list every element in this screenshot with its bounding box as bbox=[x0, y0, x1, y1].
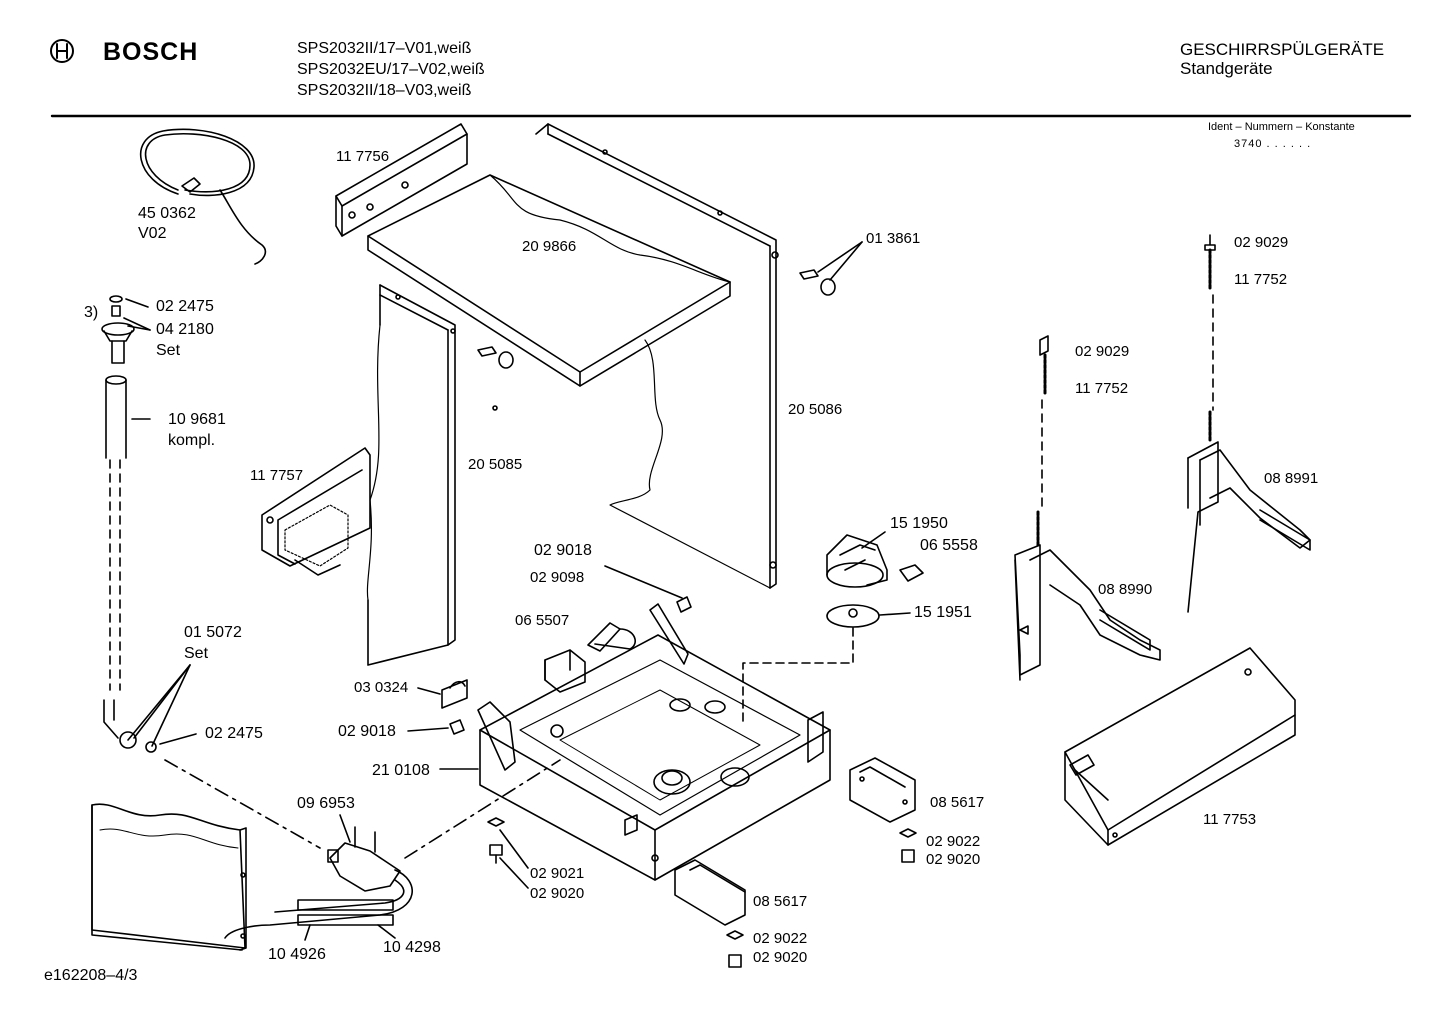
plinth-117753-part bbox=[1064, 647, 1296, 846]
part-label-117756: 11 7756 bbox=[336, 148, 390, 165]
power-cable-part bbox=[139, 128, 267, 265]
part-label-117752-right: 11 7752 bbox=[1234, 271, 1288, 288]
part-label-210108: 21 0108 bbox=[372, 762, 430, 779]
part-label-450362: 45 0362 bbox=[138, 205, 196, 222]
part-label-029020-a: 02 9020 bbox=[530, 885, 585, 902]
note-label-3: 3) bbox=[84, 304, 99, 321]
part-label-029021: 02 9021 bbox=[530, 865, 585, 882]
part-label-029020-b: 02 9020 bbox=[926, 851, 981, 868]
part-label-029020-c: 02 9020 bbox=[753, 949, 808, 966]
part-label-109681: 10 9681 bbox=[168, 411, 226, 428]
part-label-209866: 20 9866 bbox=[522, 238, 577, 255]
part-label-029098: 02 9098 bbox=[530, 569, 585, 586]
category-block: GESCHIRRSPÜLGERÄTE Standgeräte bbox=[1180, 40, 1384, 78]
side-panel-right-part bbox=[535, 123, 779, 589]
category-title: GESCHIRRSPÜLGERÄTE bbox=[1180, 40, 1385, 59]
set-label-1: Set bbox=[156, 342, 181, 359]
set-label-2: Set bbox=[184, 645, 209, 662]
part-label-029022-a: 02 9022 bbox=[926, 833, 981, 850]
part-label-029018-top: 02 9018 bbox=[534, 542, 592, 559]
drawing-id: e162208–4/3 bbox=[44, 967, 138, 984]
connector-065507-part bbox=[544, 565, 692, 693]
part-label-029029-left: 02 9029 bbox=[1075, 343, 1130, 360]
part-label-042180: 04 2180 bbox=[156, 321, 214, 338]
part-label-065507: 06 5507 bbox=[515, 612, 570, 629]
part-label-104926: 10 4926 bbox=[268, 946, 326, 963]
part-label-015072: 01 5072 bbox=[184, 624, 242, 641]
ident-value: 3740 . . . . . . bbox=[1234, 138, 1312, 150]
part-label-117753: 11 7753 bbox=[1203, 811, 1257, 828]
part-label-085617-b: 08 5617 bbox=[753, 893, 808, 910]
part-label-205085: 20 5085 bbox=[468, 456, 523, 473]
hinge-088991-part bbox=[1187, 234, 1311, 613]
part-label-205086: 20 5086 bbox=[788, 401, 843, 418]
inlet-valve-096953-part bbox=[164, 759, 561, 941]
part-label-096953: 09 6953 bbox=[297, 795, 355, 812]
part-label-151951: 15 1951 bbox=[914, 604, 972, 621]
model-list: SPS2032II/17–V01,weiß SPS2032EU/17–V02,w… bbox=[297, 38, 485, 101]
part-label-013861: 01 3861 bbox=[866, 230, 921, 247]
bracket-117757-part bbox=[261, 447, 371, 576]
model-line-1: SPS2032II/17–V01,weiß bbox=[297, 40, 472, 57]
part-label-151950: 15 1950 bbox=[890, 515, 948, 532]
foot-screw-029021-part bbox=[487, 817, 529, 889]
part-label-117757: 11 7757 bbox=[250, 467, 304, 484]
rail-117756-part bbox=[335, 123, 468, 237]
clip-030324-part bbox=[407, 679, 479, 770]
part-label-022475-top: 02 2475 bbox=[156, 298, 214, 315]
pump-assembly-part bbox=[742, 531, 924, 724]
top-panel-part bbox=[367, 174, 731, 387]
ident-label: Ident – Nummern – Konstante bbox=[1208, 121, 1355, 133]
part-label-117752-left: 11 7752 bbox=[1075, 380, 1129, 397]
part-label-022475-bottom: 02 2475 bbox=[205, 725, 263, 742]
part-label-065558: 06 5558 bbox=[920, 537, 978, 554]
part-label-029018-bottom: 02 9018 bbox=[338, 723, 396, 740]
door-section-part bbox=[91, 803, 247, 951]
part-label-085617-a: 08 5617 bbox=[930, 794, 985, 811]
part-label-v02: V02 bbox=[138, 225, 167, 242]
foot-085617-part bbox=[674, 757, 917, 968]
part-label-029022-b: 02 9022 bbox=[753, 930, 808, 947]
hinge-088990-part bbox=[1014, 335, 1161, 681]
hose-assembly-part bbox=[101, 295, 157, 753]
part-label-030324: 03 0324 bbox=[354, 679, 409, 696]
part-label-104298: 10 4298 bbox=[383, 939, 441, 956]
side-panel-left-part bbox=[366, 284, 498, 666]
kompl-label: kompl. bbox=[168, 432, 216, 449]
screw-cap-013861-part bbox=[477, 241, 863, 369]
part-label-029029-right: 02 9029 bbox=[1234, 234, 1289, 251]
model-line-2: SPS2032EU/17–V02,weiß bbox=[297, 61, 485, 78]
base-tub-part bbox=[477, 603, 831, 881]
part-label-088991: 08 8991 bbox=[1264, 470, 1319, 487]
brand-logo-text: BOSCH bbox=[103, 38, 199, 66]
part-label-088990: 08 8990 bbox=[1098, 581, 1153, 598]
model-line-3: SPS2032II/18–V03,weiß bbox=[297, 82, 472, 99]
bosch-logo-icon bbox=[50, 39, 74, 63]
category-subtitle: Standgeräte bbox=[1180, 59, 1273, 78]
